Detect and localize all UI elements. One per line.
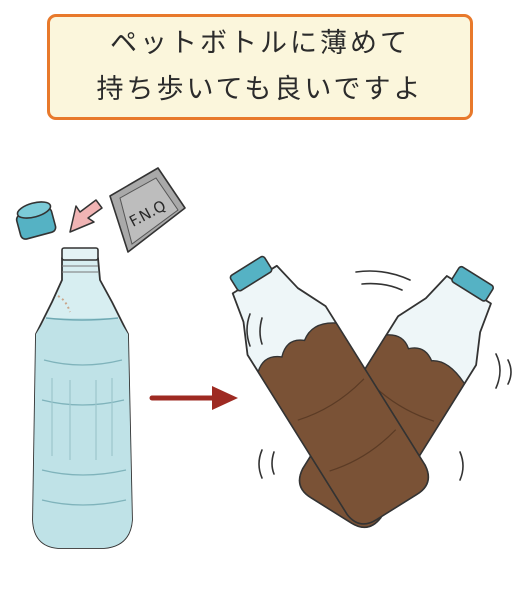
right-arrow-icon xyxy=(149,386,238,410)
powder-packet-icon: F.N.Q xyxy=(109,167,186,253)
bottle-cap-icon xyxy=(15,201,57,240)
shaking-tea-bottles-icon xyxy=(229,255,494,529)
water-bottle-icon xyxy=(32,247,133,549)
pour-arrow-icon xyxy=(69,199,103,233)
motion-lines-icon xyxy=(246,270,512,481)
caption-line-1: ペットボトルに薄めて xyxy=(110,28,410,59)
caption-line-2: 持ち歩いても良いですよ xyxy=(96,74,424,105)
caption-box: ペットボトルに薄めて 持ち歩いても良いですよ xyxy=(47,14,473,120)
